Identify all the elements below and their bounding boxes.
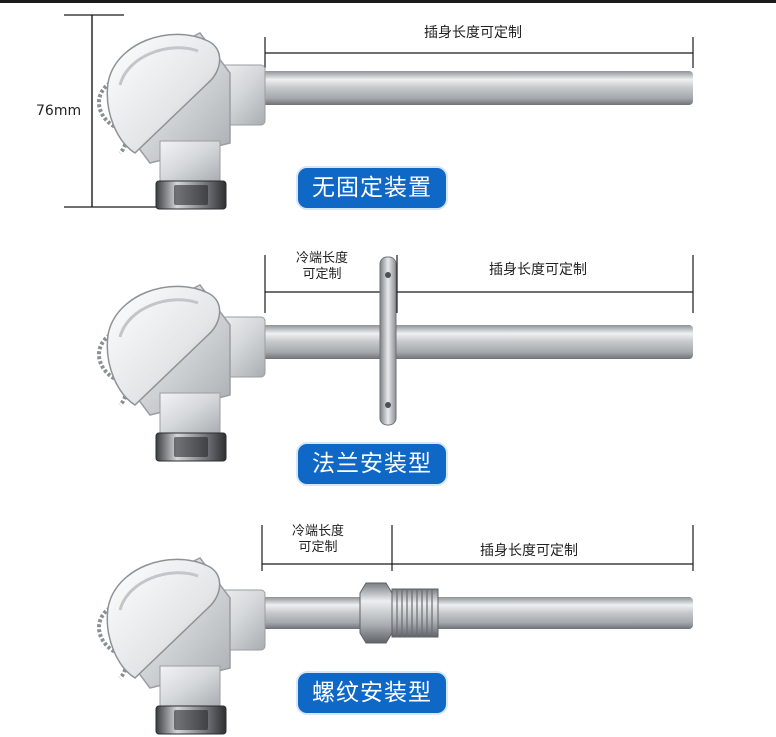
insertion-length-label: 插身长度可定制 bbox=[480, 543, 578, 559]
thermocouple-drawing bbox=[96, 255, 694, 463]
mount-type-badge: 螺纹安装型 bbox=[298, 673, 446, 713]
mount-type-badge: 无固定装置 bbox=[298, 168, 446, 208]
top-border bbox=[0, 0, 776, 3]
cold-end-label-line2: 可定制 bbox=[298, 540, 338, 555]
insertion-length-label: 插身长度可定制 bbox=[424, 25, 522, 41]
sensor-rod bbox=[255, 71, 693, 105]
cold-end-label: 冷端长度 可定制 bbox=[278, 524, 358, 556]
cold-end-label: 冷端长度 可定制 bbox=[282, 251, 362, 283]
junction-box bbox=[96, 556, 267, 736]
cold-end-label-line1: 冷端长度 bbox=[295, 251, 348, 266]
cold-end-label-line1: 冷端长度 bbox=[291, 524, 344, 539]
insertion-length-label: 插身长度可定制 bbox=[489, 262, 587, 278]
thermocouple-drawing bbox=[64, 14, 694, 211]
cold-end-label-line2: 可定制 bbox=[302, 267, 342, 282]
hex-fitting bbox=[359, 582, 393, 644]
mount-type-badge: 法兰安装型 bbox=[298, 444, 446, 484]
panel-no-fixing: 76mm 插身长度可定制 无固定装置 bbox=[0, 3, 776, 235]
panel-flange-mount: 冷端长度 可定制 插身长度可定制 法兰安装型 bbox=[0, 235, 776, 493]
threaded-section bbox=[391, 588, 439, 638]
thermocouple-drawing bbox=[96, 525, 694, 736]
junction-box bbox=[96, 31, 267, 211]
sensor-rod bbox=[255, 325, 693, 359]
junction-box bbox=[96, 283, 267, 463]
height-label: 76mm bbox=[36, 103, 82, 119]
flange bbox=[379, 256, 397, 426]
sensor-rod bbox=[255, 597, 693, 629]
panel-thread-mount: 冷端长度 可定制 插身长度可定制 螺纹安装型 bbox=[0, 493, 776, 737]
